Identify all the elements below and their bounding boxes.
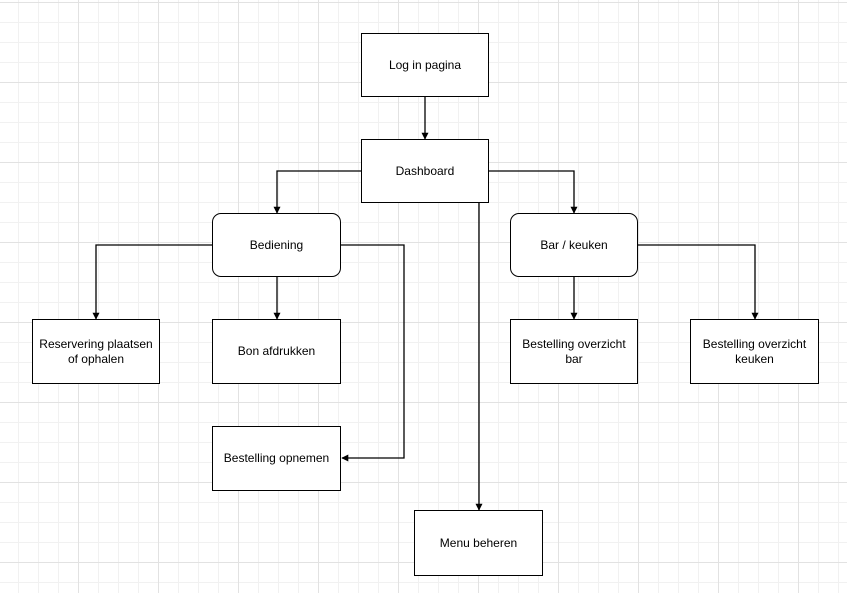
node-label: Log in pagina [388, 57, 462, 72]
node-log-in-pagina[interactable]: Log in pagina [361, 33, 489, 97]
node-dashboard[interactable]: Dashboard [361, 139, 489, 203]
node-bar-keuken[interactable]: Bar / keuken [510, 213, 638, 277]
node-label: Reservering plaatsen of ophalen [39, 336, 153, 366]
node-bestelling-overzicht-keuken[interactable]: Bestelling overzicht keuken [690, 319, 819, 384]
edge-bediening-to-reservering [92, 244, 212, 320]
edge-dashboard-to-bediening [273, 170, 361, 214]
node-bestelling-overzicht-bar[interactable]: Bestelling overzicht bar [510, 319, 638, 384]
node-bon-afdrukken[interactable]: Bon afdrukken [212, 319, 341, 384]
node-label: Bestelling opnemen [223, 451, 330, 465]
node-label: Bon afdrukken [237, 344, 316, 358]
node-bestelling-opnemen[interactable]: Bestelling opnemen [212, 426, 341, 491]
node-bediening[interactable]: Bediening [212, 213, 341, 277]
node-menu-beheren[interactable]: Menu beheren [414, 510, 543, 576]
node-label: Menu beheren [439, 535, 518, 550]
node-label: Bestelling overzicht keuken [702, 336, 807, 366]
node-label: Bediening [249, 237, 304, 252]
edge-bediening-to-bestelling-opnemen [341, 244, 405, 462]
node-label: Dashboard [395, 163, 455, 178]
edge-dashboard-to-bar-keuken [489, 170, 578, 214]
node-label: Bar / keuken [540, 237, 608, 252]
edge-bar-keuken-to-overzicht-keuken [638, 244, 759, 320]
node-reservering[interactable]: Reservering plaatsen of ophalen [32, 319, 160, 384]
node-label: Bestelling overzicht bar [522, 336, 626, 366]
